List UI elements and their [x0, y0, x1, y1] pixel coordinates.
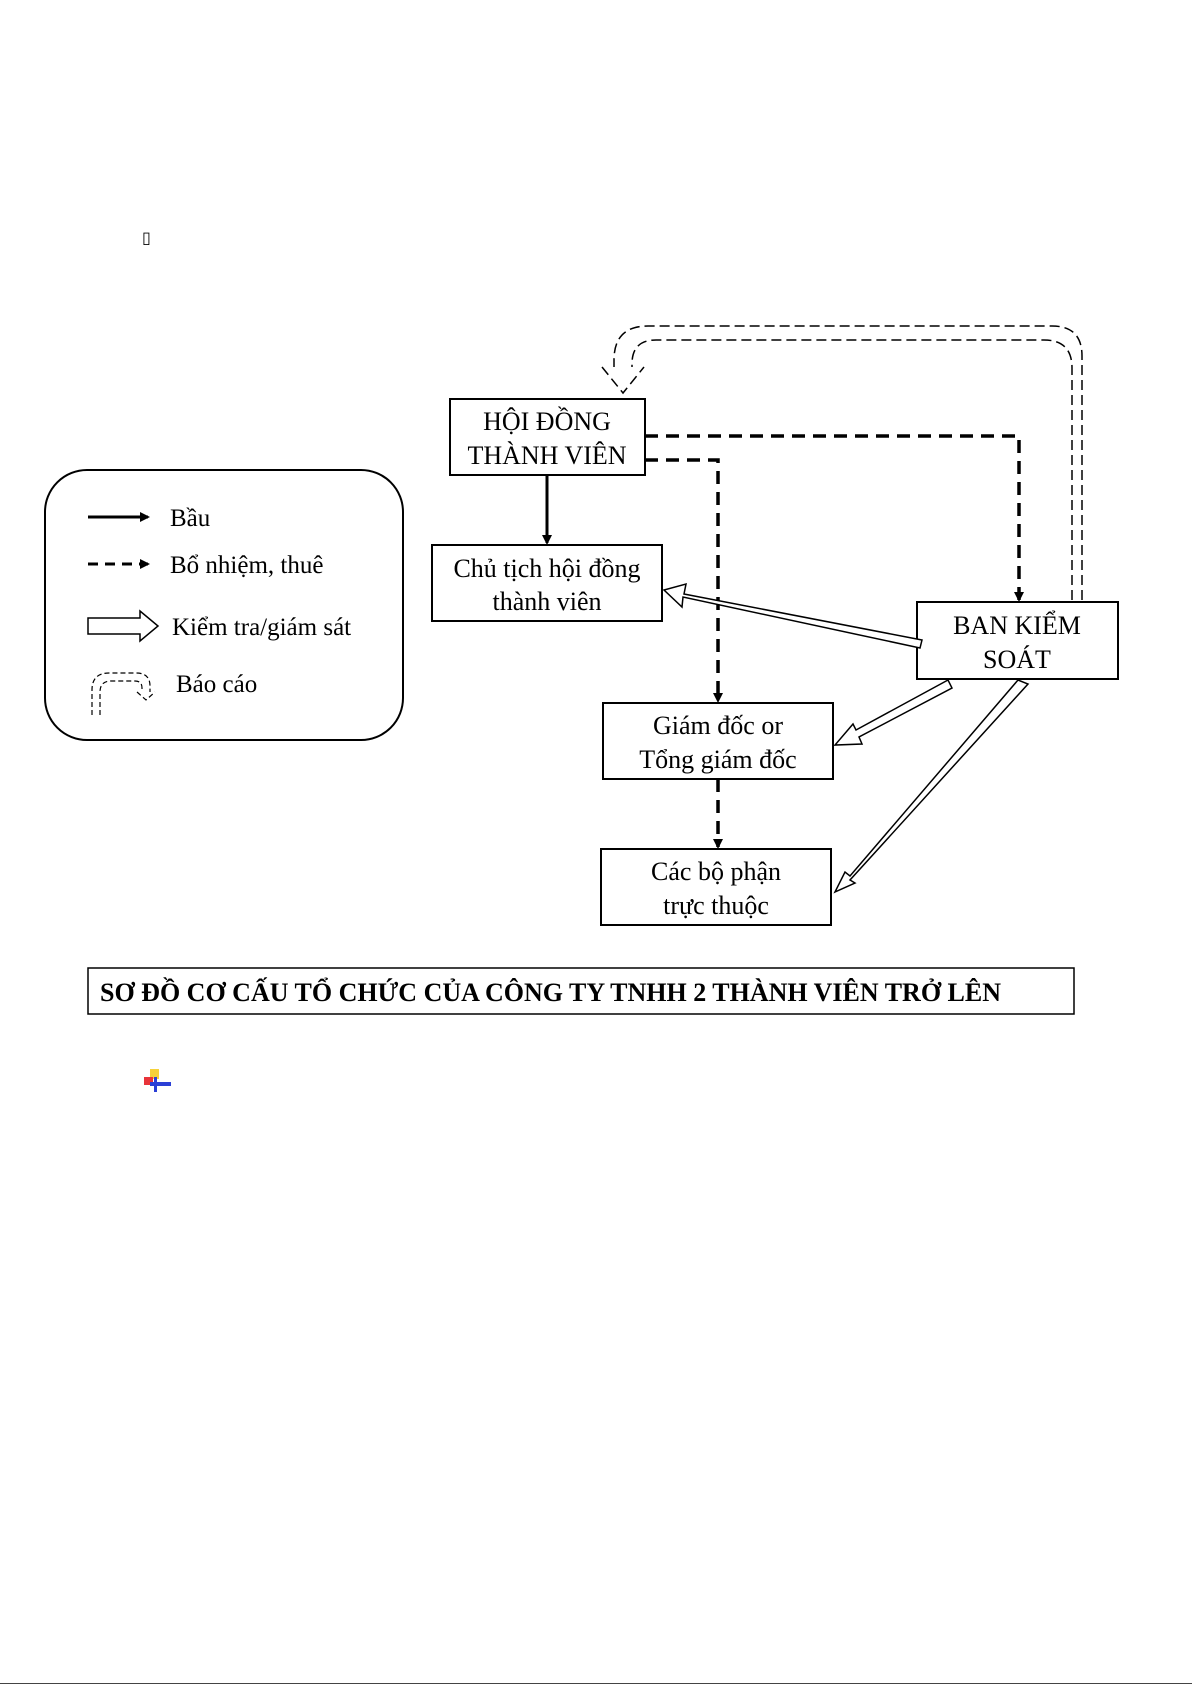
caption-box: SƠ ĐỒ CƠ CẤU TỔ CHỨC CỦA CÔNG TY TNHH 2 … [88, 968, 1074, 1014]
caption-title: SƠ ĐỒ CƠ CẤU TỔ CHỨC CỦA CÔNG TY TNHH 2 … [100, 978, 1001, 1007]
legend-bau-label: Bầu [170, 505, 211, 532]
box-hoi-dong-line-2: THÀNH VIÊN [467, 441, 626, 470]
legend: Bầu Bổ nhiệm, thuê Kiểm tra/giám sát Báo… [45, 470, 403, 740]
box-giam-doc: Giám đốc or Tổng giám đốc [603, 703, 833, 779]
box-chu-tich-line-2: thành viên [492, 587, 601, 616]
box-chu-tich-line-1: Chủ tịch hội đồng [453, 554, 640, 583]
legend-bo-nhiem-label: Bổ nhiệm, thuê [170, 552, 323, 579]
box-bo-phan: Các bộ phận trực thuộc [601, 849, 831, 925]
box-bo-phan-line-1: Các bộ phận [651, 857, 781, 886]
box-hoi-dong-line-1: HỘI ĐỒNG [483, 407, 611, 436]
box-bo-phan-line-2: trực thuộc [663, 891, 769, 920]
legend-kiem-tra-label: Kiểm tra/giám sát [172, 614, 351, 641]
embedded-object-icon [144, 1069, 171, 1092]
legend-bao-cao-symbol [92, 673, 155, 715]
footer-rule [0, 1683, 1192, 1684]
legend-frame [45, 470, 403, 740]
legend-bao-cao-label: Báo cáo [176, 671, 257, 698]
box-hoi-dong-thanh-vien: HỘI ĐỒNG THÀNH VIÊN [450, 399, 645, 475]
box-ban-kiem-soat-line-1: BAN KIỂM [953, 611, 1081, 640]
appoint-arrow-ban-kiem-soat [645, 436, 1019, 600]
box-chu-tich: Chủ tịch hội đồng thành viên [432, 545, 662, 621]
report-arrow [602, 326, 1082, 600]
box-ban-kiem-soat: BAN KIỂM SOÁT [917, 602, 1118, 679]
box-giam-doc-line-1: Giám đốc or [653, 711, 783, 740]
supervise-arrow-chu-tich [664, 584, 922, 648]
supervise-arrow-giam-doc [835, 680, 952, 745]
supervise-arrow-bo-phan [835, 680, 1028, 892]
box-giam-doc-line-2: Tổng giám đốc [639, 745, 796, 774]
legend-kiem-tra-symbol [88, 611, 158, 641]
box-ban-kiem-soat-line-2: SOÁT [983, 645, 1051, 674]
